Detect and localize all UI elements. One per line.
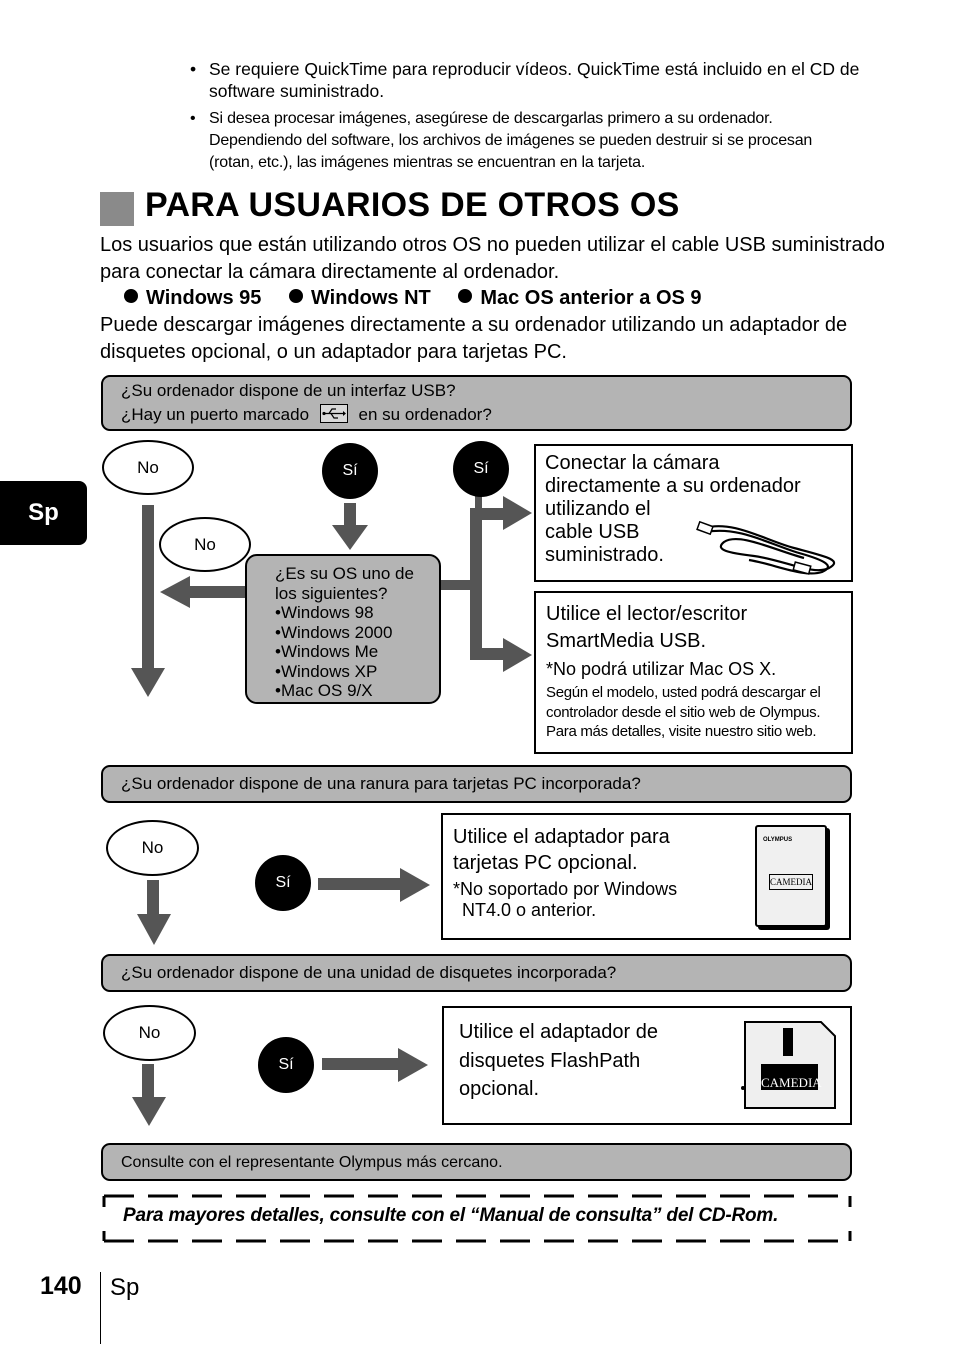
usb-cable-box: Conectar la cámara directamente a su ord… [534, 444, 853, 582]
no-label: No [159, 517, 251, 572]
flashpath-adapter-box: Utilice el adaptador de disquetes FlashP… [442, 1006, 852, 1125]
os-option: •Windows XP [275, 662, 439, 682]
pc-card-adapter-box: Utilice el adaptador para tarjetas PC op… [441, 813, 851, 940]
yes-label: Sí [453, 441, 509, 497]
question-line: ¿Su ordenador dispone de un interfaz USB… [121, 379, 850, 403]
page-divider [100, 1272, 101, 1344]
contact-olympus-box: Consulte con el representante Olympus má… [101, 1143, 852, 1181]
question-floppy: ¿Su ordenador dispone de una unidad de d… [101, 954, 852, 992]
question-line: ¿Hay un puerto marcado en su ordenador? [121, 403, 850, 427]
flashpath-icon: CAMEDIA [741, 1018, 838, 1113]
question-pc-card: ¿Su ordenador dispone de una ranura para… [101, 765, 852, 803]
no-label: No [103, 1005, 196, 1061]
os-option: •Windows 2000 [275, 623, 439, 643]
no-label: No [106, 820, 199, 876]
language-tab: Sp [0, 481, 87, 545]
no-label: No [102, 440, 194, 495]
yes-label: Sí [322, 443, 378, 499]
question-usb: ¿Su ordenador dispone de un interfaz USB… [101, 375, 852, 431]
smartmedia-reader-box: Utilice el lector/escritor SmartMedia US… [534, 591, 853, 754]
yes-label: Sí [255, 855, 311, 911]
pc-card-icon: OLYMPUS CAMEDIA [755, 825, 827, 927]
os-option: •Windows 98 [275, 603, 439, 623]
os-option: •Mac OS 9/X [275, 681, 439, 701]
page-number: 140 [40, 1272, 82, 1301]
usb-icon [320, 404, 348, 423]
footer-note: Para mayores detalles, consulte con el “… [123, 1205, 778, 1227]
page-language: Sp [110, 1274, 139, 1302]
os-option: •Windows Me [275, 642, 439, 662]
usb-cable-icon [694, 520, 844, 578]
yes-label: Sí [258, 1037, 314, 1093]
question-os-list: ¿Es su OS uno de los siguientes? •Window… [245, 554, 441, 704]
